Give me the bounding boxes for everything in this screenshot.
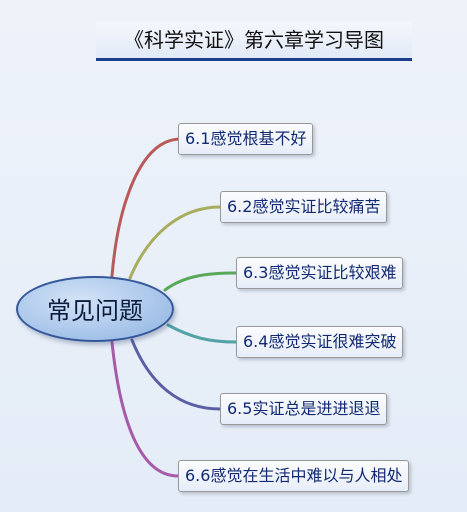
connector-2 bbox=[128, 205, 222, 280]
page-title: 《科学实证》第六章学习导图 bbox=[96, 22, 412, 61]
connector-1 bbox=[110, 137, 182, 278]
branch-node-6[interactable]: 6.6感觉在生活中难以与人相处 bbox=[178, 460, 410, 492]
branch-node-1[interactable]: 6.1感觉根基不好 bbox=[178, 123, 314, 155]
branch-node-2[interactable]: 6.2感觉实证比较痛苦 bbox=[220, 191, 388, 223]
connector-6 bbox=[110, 340, 180, 478]
connector-3 bbox=[163, 271, 238, 292]
connector-5 bbox=[130, 338, 222, 411]
connector-4 bbox=[166, 323, 238, 344]
branch-node-5[interactable]: 6.5实证总是进进退退 bbox=[220, 393, 388, 425]
central-topic[interactable]: 常见问题 bbox=[16, 276, 174, 342]
branch-node-4[interactable]: 6.4感觉实证很难突破 bbox=[236, 326, 404, 358]
branch-node-3[interactable]: 6.3感觉实证比较艰难 bbox=[236, 257, 404, 289]
